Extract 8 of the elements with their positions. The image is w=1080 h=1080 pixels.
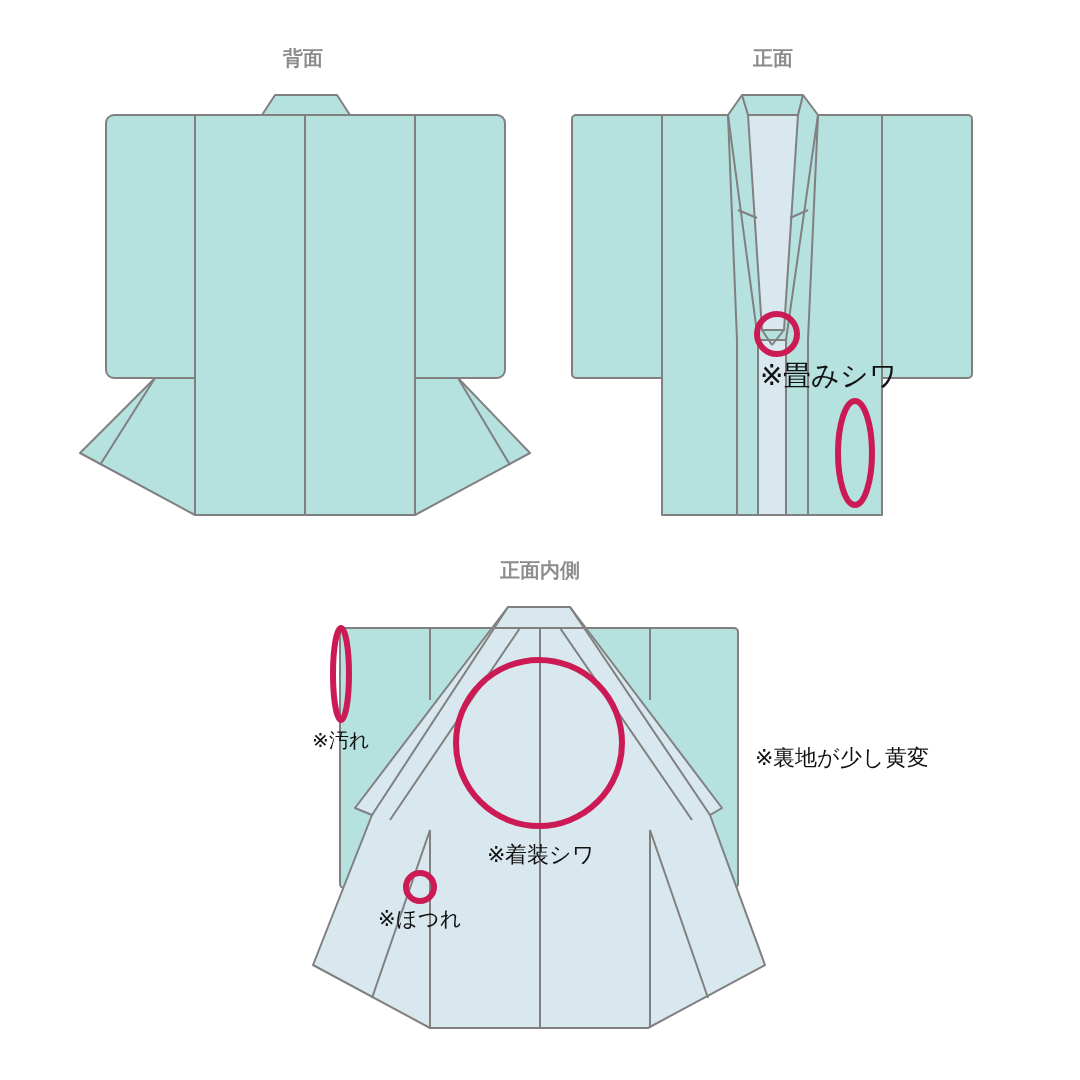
note-text: ※ほつれ: [378, 909, 462, 930]
note-text: ※汚れ: [312, 730, 369, 750]
note-text: ※着装シワ: [487, 844, 596, 866]
view-heading: 正面: [753, 48, 793, 68]
view-heading: 正面内側: [500, 560, 580, 580]
note-text: ※畳みシワ: [760, 362, 899, 390]
note-text: ※裏地が少し黄変: [755, 747, 930, 769]
view-heading: 背面: [283, 48, 323, 68]
